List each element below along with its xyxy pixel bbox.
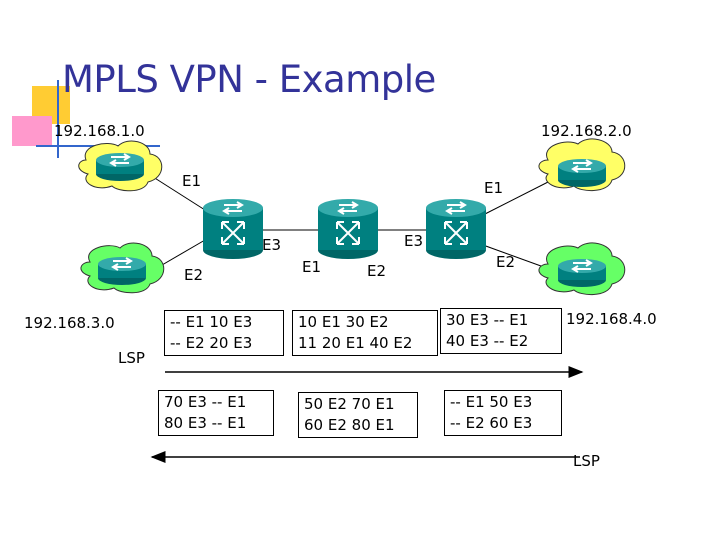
iface-r1-e1: E1	[182, 172, 202, 190]
label-table-5: 50 E2 70 E1 60 E2 80 E1	[298, 392, 418, 438]
lsp-label-reverse: LSP	[573, 452, 600, 470]
cloud-net1	[78, 140, 163, 192]
cloud-net2	[538, 138, 626, 191]
router-2	[318, 199, 378, 259]
label-table-4: 70 E3 -- E1 80 E3 -- E1	[158, 390, 274, 436]
table-row: 11 20 E1 40 E2	[298, 334, 413, 352]
table-row: 30 E3 -- E1	[446, 311, 529, 329]
table-row: -- E1 10 E3	[170, 313, 253, 331]
network-label-4: 192.168.4.0	[566, 310, 657, 328]
label-table-1: -- E1 10 E3 -- E2 20 E3	[164, 310, 284, 356]
network-label-2: 192.168.2.0	[541, 122, 632, 140]
router-3	[426, 199, 486, 259]
iface-r1-e2: E2	[184, 266, 204, 284]
table-row: 10 E1 30 E2	[298, 313, 389, 331]
lsp-label-forward: LSP	[118, 349, 145, 367]
network-label-1: 192.168.1.0	[54, 122, 145, 140]
cloud-net4	[538, 242, 626, 295]
table-row: 80 E3 -- E1	[164, 414, 247, 432]
link-net1-r1	[149, 174, 206, 211]
iface-r1-e3: E3	[262, 236, 282, 254]
table-row: -- E2 20 E3	[170, 334, 253, 352]
table-row: 60 E2 80 E1	[304, 416, 395, 434]
table-row: 40 E3 -- E2	[446, 332, 529, 350]
network-label-3: 192.168.3.0	[24, 314, 115, 332]
label-table-2: 10 E1 30 E2 11 20 E1 40 E2	[292, 310, 438, 356]
iface-r3-e2: E2	[496, 253, 516, 271]
label-table-6: -- E1 50 E3 -- E2 60 E3	[444, 390, 562, 436]
iface-r2-e2: E2	[367, 262, 387, 280]
iface-r2-e1: E1	[302, 258, 322, 276]
link-r3-net2	[482, 179, 553, 216]
table-row: 70 E3 -- E1	[164, 393, 247, 411]
iface-r3-e3: E3	[404, 232, 424, 250]
table-row: 50 E2 70 E1	[304, 395, 395, 413]
cloud-net3	[80, 242, 165, 294]
link-r3-net4	[482, 244, 553, 271]
iface-r3-e1: E1	[484, 179, 504, 197]
deco-pink-square	[12, 116, 52, 146]
page-title: MPLS VPN - Example	[62, 58, 436, 101]
table-row: -- E2 60 E3	[450, 414, 533, 432]
table-row: -- E1 50 E3	[450, 393, 533, 411]
router-1	[203, 199, 263, 259]
label-table-3: 30 E3 -- E1 40 E3 -- E2	[440, 308, 562, 354]
